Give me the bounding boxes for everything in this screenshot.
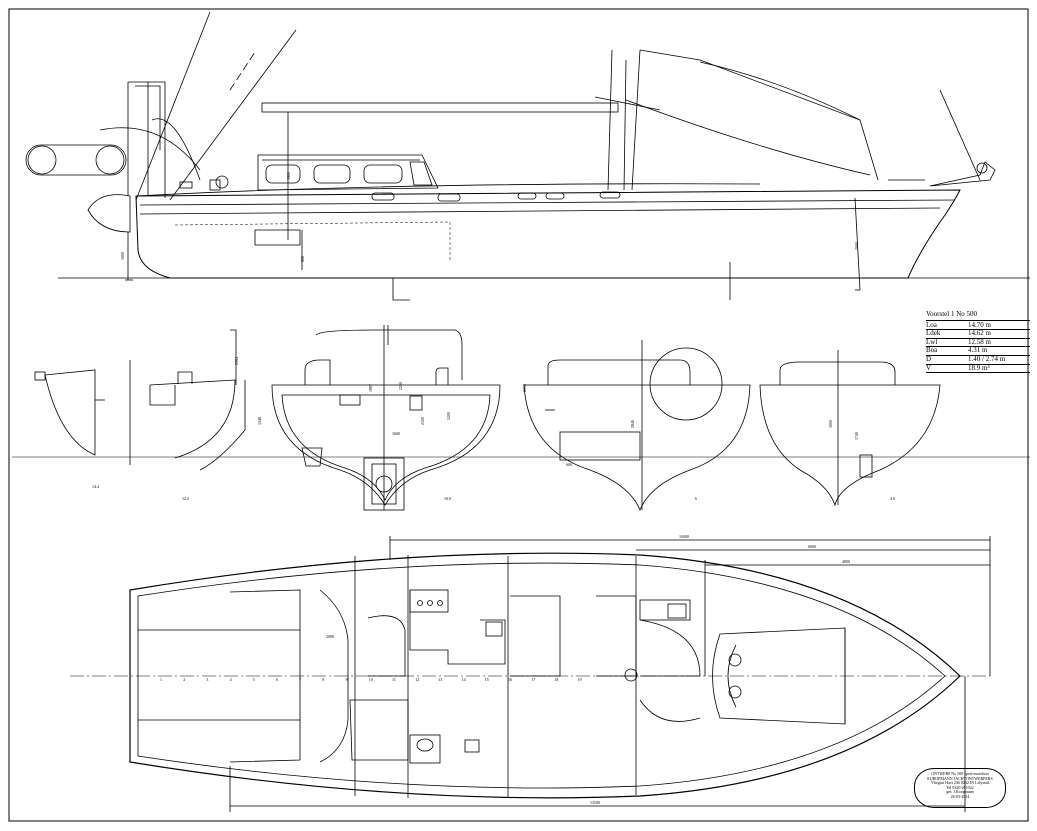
title-line: get: J.Koopmann xyxy=(946,789,974,795)
station-number: 3 xyxy=(206,677,208,682)
spec-title: Voorstel 1 No 500 xyxy=(926,310,1030,321)
station-number: 12 xyxy=(415,677,419,682)
hull-sections xyxy=(12,325,1030,512)
spec-row: D 1.40 / 2.74 m xyxy=(926,354,1030,365)
spec-row: Ldek 14.62 m xyxy=(926,330,1030,339)
drawing-border xyxy=(8,8,1029,822)
spec-value: 12.58 m xyxy=(968,337,991,346)
section-dim-9: 3000 xyxy=(828,420,833,428)
spec-value: 4.31 m xyxy=(968,346,988,355)
title-block: ONTWERP No 500 sport-motoboot EUROPMANN … xyxy=(914,768,1006,808)
spec-table: Voorstel 1 No 500 Loa 14.70 m Ldek 14.62 m… xyxy=(926,310,1030,374)
station-number: 15 xyxy=(485,677,489,682)
profile-dim-2: 2000 xyxy=(854,242,859,250)
title-line: 26-03-2014 xyxy=(950,793,970,799)
section-label-3: 6 xyxy=(695,496,697,501)
section-dim-2: 1887 xyxy=(368,384,373,392)
plan-dim-overall-bottom: 13500 xyxy=(590,800,600,805)
station-number: 5 xyxy=(253,677,255,682)
plan-dim-overall-top: 10400 xyxy=(679,534,689,539)
plan-dim-mid-top: 6000 xyxy=(808,544,816,549)
profile-dim-1: 888 xyxy=(300,256,305,262)
station-number: 9 xyxy=(346,677,348,682)
spec-value: 14.62 m xyxy=(968,329,991,338)
section-dim-6: 5200 xyxy=(446,412,451,420)
station-number: 6 xyxy=(276,677,278,682)
spec-row: Lwl 12.58 m xyxy=(926,337,1030,348)
section-dim-11: 600 xyxy=(566,462,572,467)
title-line: Tel 0320-261022 xyxy=(946,784,974,790)
profile-dim-0: 1000 xyxy=(120,252,125,260)
station-number: 1 xyxy=(160,677,162,682)
section-label-2: 10.0 xyxy=(444,496,451,501)
station-number: 18 xyxy=(554,677,558,682)
station-number: 10 xyxy=(369,677,373,682)
deck-plan xyxy=(70,536,991,812)
station-number: 2 xyxy=(183,677,185,682)
section-label-0: 14.4 xyxy=(92,484,99,489)
spec-key: Ldek xyxy=(926,329,941,338)
station-number: 16 xyxy=(508,677,512,682)
station-number: 7 xyxy=(299,677,301,682)
section-dim-0: 2384 xyxy=(234,357,239,365)
section-dim-5: 1600 xyxy=(392,431,400,436)
spec-value: 18.9 m³ xyxy=(968,363,990,372)
station-number: 13 xyxy=(438,677,442,682)
station-number: 11 xyxy=(392,677,396,682)
title-line: EUROPMANN JACHTONTWERPERS xyxy=(927,775,993,781)
section-dim-3: 2250 xyxy=(398,382,403,390)
spec-key: D xyxy=(926,354,932,363)
plan-dim-interior: 2000 xyxy=(326,634,334,639)
section-dim-7: 2004 xyxy=(522,384,527,392)
spec-row: Loa 14.70 m xyxy=(926,320,1030,331)
spec-key: V xyxy=(926,363,932,372)
spec-row: V 18.9 m³ xyxy=(926,363,1030,374)
section-dim-4: 2100 xyxy=(420,417,425,425)
title-line: ONTWERP No 500 sport-motoboot xyxy=(931,771,989,776)
profile-dim-3: 1900 xyxy=(286,172,291,180)
spec-key: Lwl xyxy=(926,337,938,346)
spec-key: Boa xyxy=(926,346,938,355)
plan-dim-fwd-top: 4800 xyxy=(842,559,850,564)
section-dim-10: 1740 xyxy=(854,432,859,440)
station-number: 8 xyxy=(322,677,324,682)
spec-row: Boa 4.31 m xyxy=(926,347,1030,356)
station-number: 14 xyxy=(462,677,466,682)
station-number: 4 xyxy=(230,677,232,682)
section-label-4: 4.8 xyxy=(890,496,895,501)
station-number: 17 xyxy=(531,677,535,682)
section-dim-1: 1348 xyxy=(257,417,262,425)
spec-value: 14.70 m xyxy=(968,320,991,329)
spec-value: 1.40 / 2.74 m xyxy=(968,354,1006,363)
section-dim-8: 2840 xyxy=(630,420,635,428)
title-line: Vlieguit Havt 246 8232 IN Lelystad xyxy=(931,780,989,786)
section-label-1: 12.2 xyxy=(182,496,189,501)
profile-view xyxy=(25,11,1030,301)
spec-key: Loa xyxy=(926,320,937,329)
station-number: 19 xyxy=(578,677,582,682)
